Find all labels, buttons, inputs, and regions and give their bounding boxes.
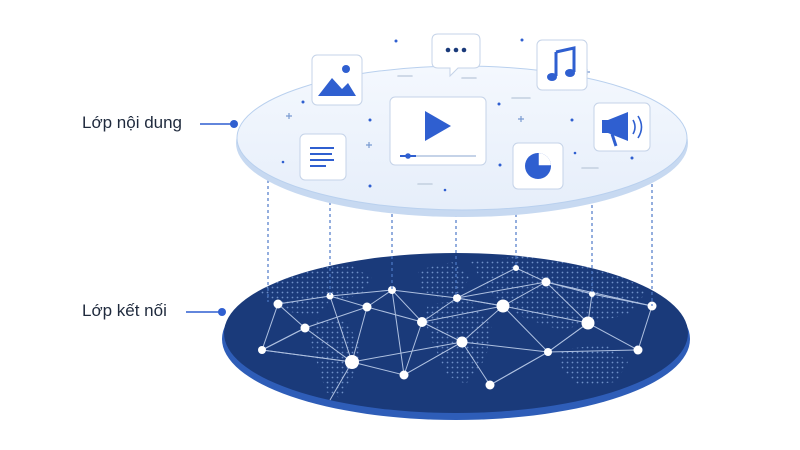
content-label-leader	[200, 120, 238, 128]
video-player-icon	[389, 96, 487, 166]
layer-connectors	[267, 180, 653, 306]
decorative-dots	[281, 38, 634, 192]
content-layer-label: Lớp nội dung	[82, 113, 183, 132]
document-icon	[299, 133, 347, 181]
connection-layer-label: Lớp kết nối	[82, 301, 167, 320]
megaphone-icon	[593, 102, 651, 152]
pie-chart-icon	[512, 142, 564, 190]
chat-bubble-icon	[431, 33, 481, 78]
network-nodes	[258, 265, 657, 390]
image-icon	[311, 54, 363, 106]
connection-layer	[222, 253, 690, 420]
music-note-icon	[536, 39, 588, 91]
content-layer	[236, 33, 688, 217]
decorative-dashes	[397, 75, 599, 185]
connection-label-leader	[186, 308, 226, 316]
